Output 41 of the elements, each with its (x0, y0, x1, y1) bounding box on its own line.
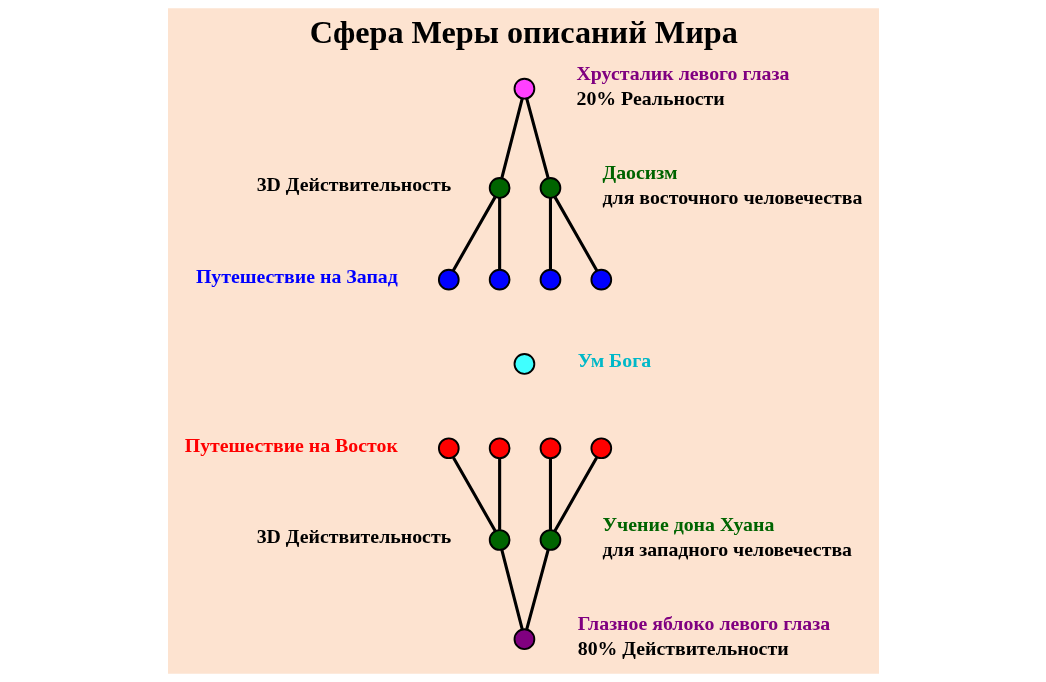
node-label: 20% Реальности (576, 86, 725, 109)
connector (548, 198, 552, 270)
connector (451, 456, 496, 532)
node-circle (539, 268, 561, 291)
node-label: 3D Действительность (256, 173, 451, 196)
node-label: Путешествие на Запад (195, 265, 398, 288)
node-circle (513, 628, 535, 650)
node-label: Учение дона Хуана (602, 513, 774, 536)
node-label: Хрусталик левого глаза (576, 61, 789, 84)
connector (499, 98, 524, 179)
node-label: Глазное яблоко левого глаза (577, 612, 830, 635)
node-label: для восточного человечества (602, 185, 862, 208)
node-circle (539, 437, 561, 460)
node-circle (539, 529, 561, 551)
node-label: 3D Действительность (256, 525, 451, 548)
node-circle (488, 268, 510, 291)
connector (499, 549, 524, 630)
connector (451, 196, 496, 272)
node-label: Ум Бога (577, 349, 651, 372)
connector (548, 458, 552, 530)
node-circle (589, 268, 612, 291)
node-label: 80% Действительности (577, 637, 789, 660)
connector (524, 549, 550, 630)
node-label: Путешествие на Восток (184, 433, 398, 456)
node-circle (437, 437, 460, 460)
node-label: для западного человечества (602, 537, 852, 560)
node-circle (488, 177, 510, 199)
diagram-title: Сфера Меры описаний Мира (309, 13, 738, 50)
node-circle (513, 77, 535, 100)
node-circle (437, 268, 460, 291)
connector (553, 456, 598, 532)
connector (553, 196, 598, 272)
connector (497, 458, 501, 530)
connector (497, 198, 501, 270)
connector (524, 98, 550, 179)
node-circle (589, 437, 612, 460)
node-circle (513, 353, 535, 375)
node-circle (539, 177, 561, 199)
node-circle (488, 529, 510, 551)
node-circle (488, 437, 510, 460)
node-label: Даосизм (602, 160, 677, 183)
